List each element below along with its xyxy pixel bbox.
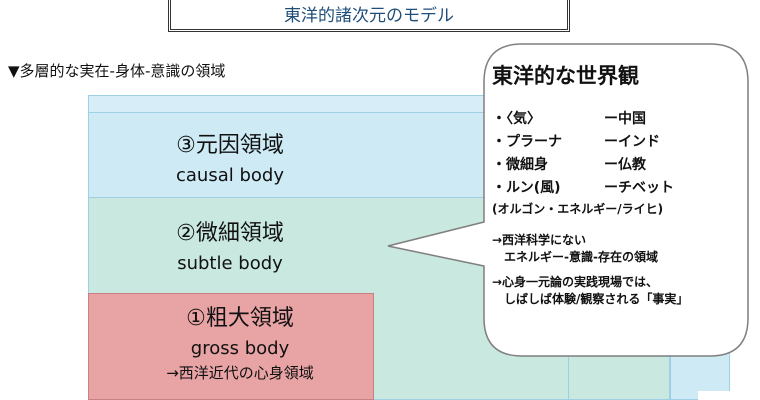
gross-name: ①粗大領域 — [186, 306, 294, 331]
gross-layer — [88, 293, 374, 400]
title-box: 東洋的諸次元のモデル — [168, 0, 570, 32]
bubble-title: 東洋的な世界観 — [492, 64, 639, 88]
bubble-item: ・微細身ー仏教 — [492, 157, 646, 173]
bubble-note-2: →心身一元論の実践現場では、 しばしば体験/観察される「事実」 — [492, 275, 689, 306]
gross-note: →西洋近代の心身領域 — [166, 364, 314, 382]
bubble-parenthetical: (オルゴン・エネルギー/ライヒ) — [492, 202, 664, 216]
causal-english: causal body — [176, 165, 284, 186]
bubble-item: ・プラーナーインド — [492, 134, 660, 150]
subtle-label: ②微細領域 subtle body — [120, 220, 340, 276]
bottom-right-patch — [698, 391, 734, 400]
bubble-item: ・〈気〉ー中国 — [492, 111, 646, 127]
causal-label: ③元因領域 causal body — [120, 132, 340, 188]
layer-divider-2 — [670, 340, 671, 400]
subtle-name: ②微細領域 — [176, 221, 284, 246]
bubble-note-1: →西洋科学にない エネルギー-意識-存在の領域 — [492, 233, 658, 264]
gross-english: gross body — [190, 338, 290, 359]
section-heading: ▼多層的な実在-身体-意識の領域 — [8, 62, 226, 80]
speech-bubble-shape — [387, 43, 749, 357]
causal-name: ③元因領域 — [176, 133, 284, 158]
bubble-content: 東洋的な世界観 ・〈気〉ー中国 ・プラーナーインド ・微細身ー仏教 ・ルン(風)… — [492, 60, 742, 308]
bubble-items: ・〈気〉ー中国 ・プラーナーインド ・微細身ー仏教 ・ルン(風)ーチベット — [492, 108, 742, 200]
diagram-title: 東洋的諸次元のモデル — [284, 5, 454, 26]
gross-label: ①粗大領域 gross body →西洋近代の心身領域 — [120, 305, 360, 383]
bubble-item: ・ルン(風)ーチベット — [492, 180, 674, 196]
layer-divider-1 — [568, 340, 569, 400]
subtle-english: subtle body — [177, 253, 283, 274]
